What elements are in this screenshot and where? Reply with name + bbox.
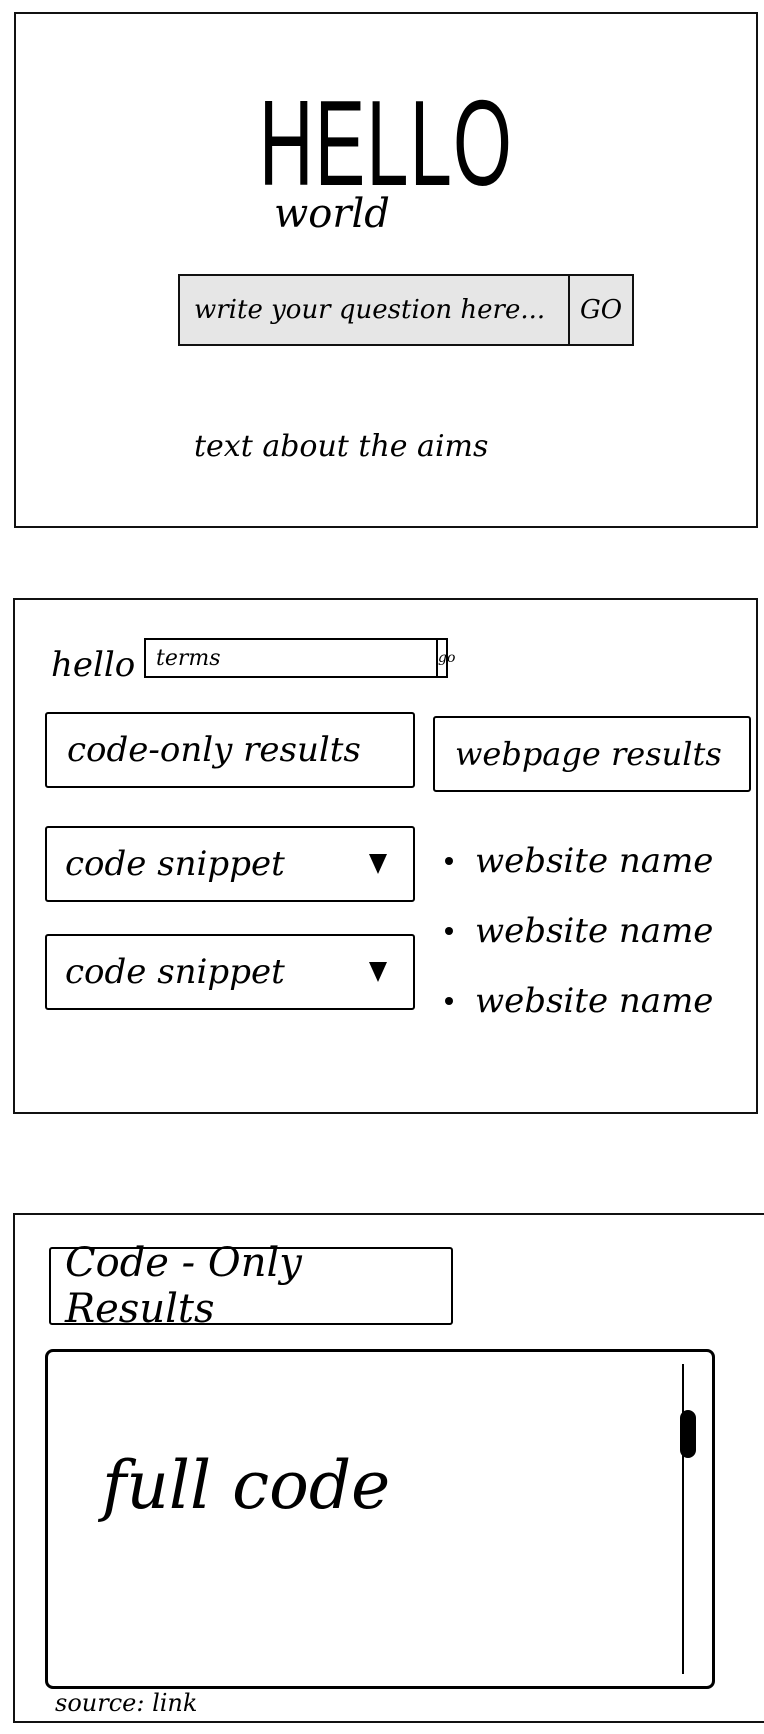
triangle-down-icon xyxy=(369,962,387,982)
source-link[interactable]: link xyxy=(152,1689,198,1717)
list-item[interactable]: website name xyxy=(445,896,713,966)
results-go-button[interactable]: go xyxy=(436,640,455,676)
results-search-bar: go xyxy=(144,638,455,678)
website-link[interactable]: website name xyxy=(475,841,714,881)
search-input[interactable] xyxy=(180,276,568,344)
snippet-label: code snippet xyxy=(65,844,285,884)
bullet-icon xyxy=(445,927,453,935)
tab-label: webpage results xyxy=(455,735,722,773)
code-viewer[interactable]: full code xyxy=(45,1349,715,1689)
results-frame: hello go code-only results webpage resul… xyxy=(13,598,758,1114)
bullet-icon xyxy=(445,857,453,865)
page-title: HELLO xyxy=(258,75,514,211)
website-link[interactable]: website name xyxy=(475,981,714,1021)
list-item[interactable]: website name xyxy=(445,826,713,896)
scrollbar-thumb[interactable] xyxy=(680,1410,696,1458)
website-link[interactable]: website name xyxy=(475,911,714,951)
snippet-label: code snippet xyxy=(65,952,285,992)
section-header: Code - Only Results xyxy=(49,1240,453,1332)
tab-code-only-results[interactable]: code-only results xyxy=(45,712,415,788)
go-button[interactable]: GO xyxy=(568,276,632,344)
about-text: text about the aims xyxy=(194,429,489,464)
results-search-input[interactable] xyxy=(146,640,436,676)
code-content: full code xyxy=(102,1447,391,1524)
triangle-down-icon xyxy=(369,854,387,874)
source-line: source: link xyxy=(55,1689,197,1717)
code-snippet-dropdown[interactable]: code snippet xyxy=(45,826,415,902)
source-label: source: xyxy=(55,1689,145,1717)
search-bar: GO xyxy=(178,274,634,346)
page-subtitle: world xyxy=(274,191,390,237)
logo-link[interactable]: hello xyxy=(51,645,136,685)
tab-webpage-results[interactable]: webpage results xyxy=(433,716,751,792)
code-snippet-dropdown[interactable]: code snippet xyxy=(45,934,415,1010)
code-view-frame: Code - Only Results full code source: li… xyxy=(13,1213,764,1723)
scrollbar-track[interactable] xyxy=(682,1364,684,1674)
tab-label: code-only results xyxy=(67,730,361,770)
website-list: website name website name website name xyxy=(445,826,713,1036)
list-item[interactable]: website name xyxy=(445,966,713,1036)
landing-frame: HELLO world GO text about the aims xyxy=(14,12,758,528)
bullet-icon xyxy=(445,997,453,1005)
